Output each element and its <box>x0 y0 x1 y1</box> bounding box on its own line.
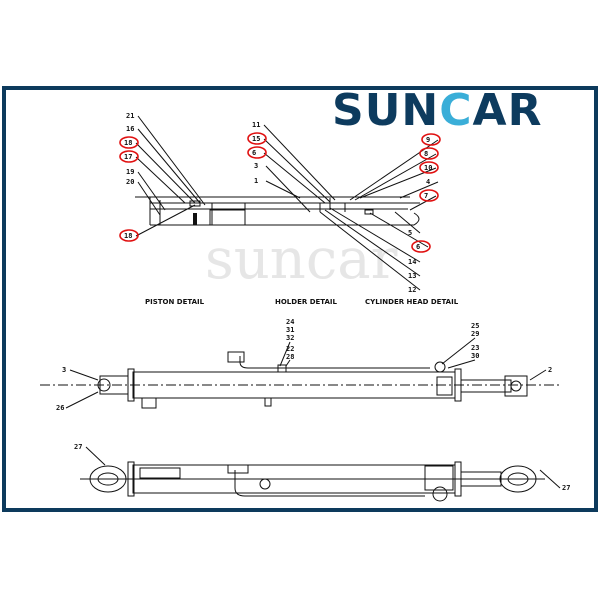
leader-line <box>85 446 106 466</box>
leader-line <box>137 128 201 204</box>
leader-line <box>354 153 437 201</box>
leader-line <box>137 171 166 211</box>
part-label: 29 <box>471 330 479 338</box>
diagram-frame <box>2 86 598 512</box>
part-label: 26 <box>56 404 64 412</box>
cylinder-side-view <box>40 351 560 409</box>
leader-line <box>263 152 326 204</box>
leader-line <box>319 211 421 291</box>
part-label: 3 <box>254 162 258 170</box>
part-label: 20 <box>126 178 134 186</box>
part-label: 18 <box>124 139 132 147</box>
part-label: 23 <box>471 344 479 352</box>
part-label: 17 <box>124 153 132 161</box>
leader-line <box>359 167 437 199</box>
part-label: 8 <box>424 150 428 158</box>
part-label: 6 <box>416 243 420 251</box>
leader-line <box>137 115 206 206</box>
highlight-circle <box>247 146 267 159</box>
leader-line <box>265 165 311 213</box>
cylinder-top-view <box>80 461 545 502</box>
leader-line <box>324 209 421 277</box>
logo-text-c: C <box>439 85 473 136</box>
leader-line <box>137 181 161 216</box>
leader-line <box>285 359 291 367</box>
leader-line <box>135 204 196 237</box>
part-label: 9 <box>426 136 430 144</box>
logo-text-ar: AR <box>472 85 543 136</box>
part-label: 11 <box>252 121 260 129</box>
caption-holder: HOLDER DETAIL <box>275 298 338 306</box>
assembly-leader-lines <box>65 337 561 489</box>
highlight-circle <box>421 133 441 146</box>
part-label: 30 <box>471 352 479 360</box>
leader-line <box>447 359 476 369</box>
highlight-circle <box>419 189 439 202</box>
leader-line <box>135 142 196 204</box>
highlight-circle <box>119 229 139 242</box>
part-label: 7 <box>424 192 428 200</box>
part-label: 4 <box>426 178 430 186</box>
leader-line <box>279 341 291 367</box>
part-label: 31 <box>286 326 294 334</box>
part-label: 27 <box>74 443 82 451</box>
highlight-circle <box>411 240 431 253</box>
part-label: 32 <box>286 334 294 342</box>
part-label: 1 <box>254 177 258 185</box>
watermark: suncar <box>205 227 398 292</box>
leader-line <box>263 124 336 201</box>
part-label: 25 <box>471 322 479 330</box>
part-label: 6 <box>252 149 256 157</box>
leader-line <box>265 180 301 199</box>
part-label: 10 <box>424 164 432 172</box>
leader-line <box>263 138 331 203</box>
highlight-circle <box>119 150 139 163</box>
part-label: 13 <box>408 272 416 280</box>
part-label: 12 <box>408 286 416 294</box>
highlight-circle <box>419 161 439 174</box>
leader-line <box>69 369 99 381</box>
part-label: 19 <box>126 168 134 176</box>
leader-line <box>329 207 421 263</box>
leader-line <box>65 391 99 409</box>
part-label: 22 <box>286 345 294 353</box>
leader-line <box>441 337 476 365</box>
suncar-logo: SUNCAR <box>332 89 542 133</box>
part-label: 3 <box>62 366 66 374</box>
seal-detail-drawing <box>135 196 420 226</box>
highlight-circle <box>419 147 439 160</box>
leader-line <box>539 469 561 489</box>
part-label: 28 <box>286 353 294 361</box>
leader-lines <box>135 115 439 291</box>
part-label: 27 <box>562 484 570 492</box>
part-label: 16 <box>126 125 134 133</box>
part-label: 2 <box>548 366 552 374</box>
highlight-circle <box>119 136 139 149</box>
leader-line <box>399 181 439 199</box>
part-label: 18 <box>124 232 132 240</box>
caption-piston: PISTON DETAIL <box>145 298 205 306</box>
part-label: 5 <box>408 229 412 237</box>
leader-line <box>529 369 547 381</box>
part-label: 21 <box>126 112 134 120</box>
part-label: 14 <box>408 258 416 266</box>
leader-line <box>409 195 437 211</box>
leader-line <box>394 211 421 234</box>
part-label: 15 <box>252 135 260 143</box>
logo-text-sun: SUN <box>332 85 440 136</box>
part-label: 24 <box>286 318 294 326</box>
leader-line <box>135 156 186 204</box>
caption-cylinder-head: CYLINDER HEAD DETAIL <box>365 298 459 306</box>
highlight-circle <box>247 132 267 145</box>
